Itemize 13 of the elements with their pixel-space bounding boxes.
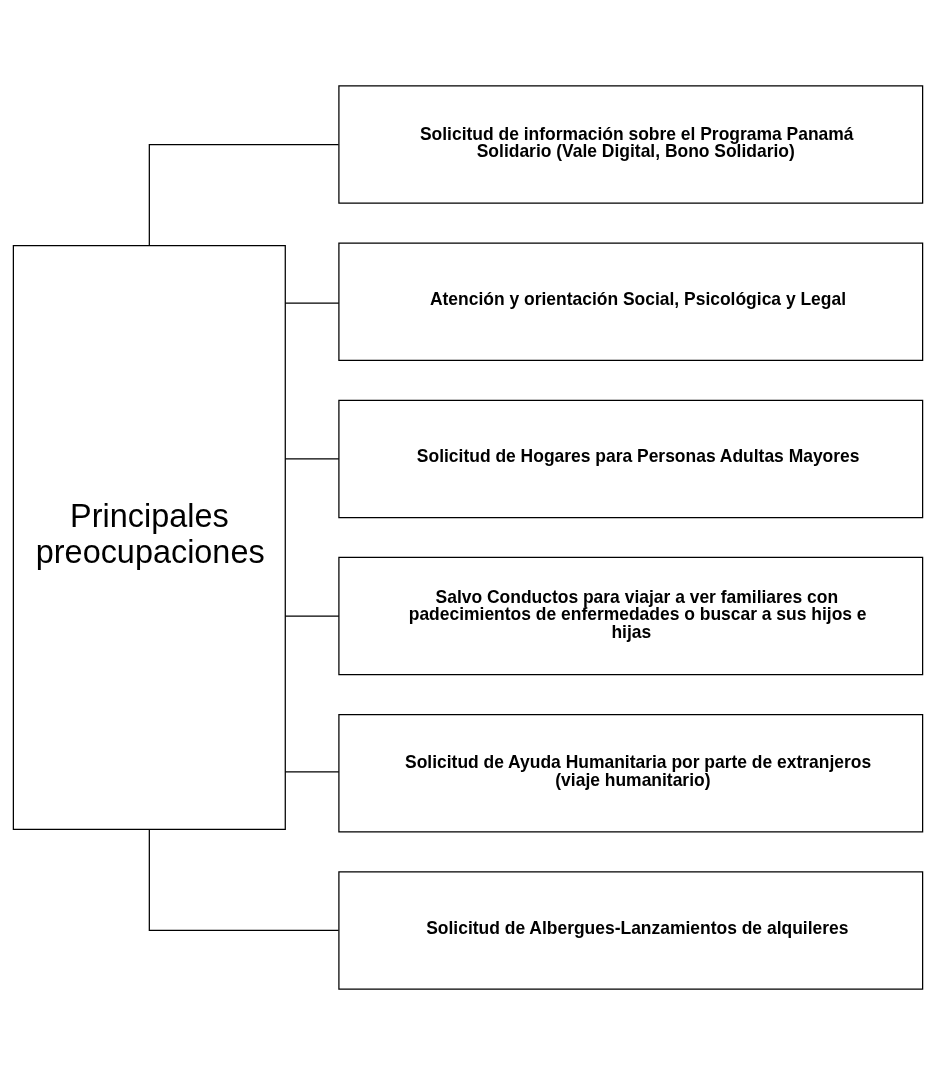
connector (284, 458, 340, 460)
node-box: Principales preocupaciones (12, 245, 286, 830)
node-box: Solicitud de Hogares para Personas Adultas Mayores (338, 399, 924, 519)
node-box: Solicitud de información sobre el Programa Panamá Solidario (Vale Digital, Bono Solidario) (338, 85, 924, 204)
connector (284, 615, 340, 617)
connector (148, 829, 340, 931)
node-box: Solicitud de Albergues-Lanzamientos de alquileres (338, 871, 924, 990)
connector (284, 302, 340, 304)
connector (148, 144, 340, 246)
node-box: Salvo Conductos para viajar a ver familiares con padecimientos de enfermedades o buscar a sus hijos e hijas (338, 556, 924, 676)
node-box: Solicitud de Ayuda Humanitaria por parte de extranjeros (viaje humanitario) (338, 714, 924, 833)
node-box: Atención y orientación Social, Psicológica y Legal (338, 242, 924, 361)
connector (284, 771, 340, 773)
